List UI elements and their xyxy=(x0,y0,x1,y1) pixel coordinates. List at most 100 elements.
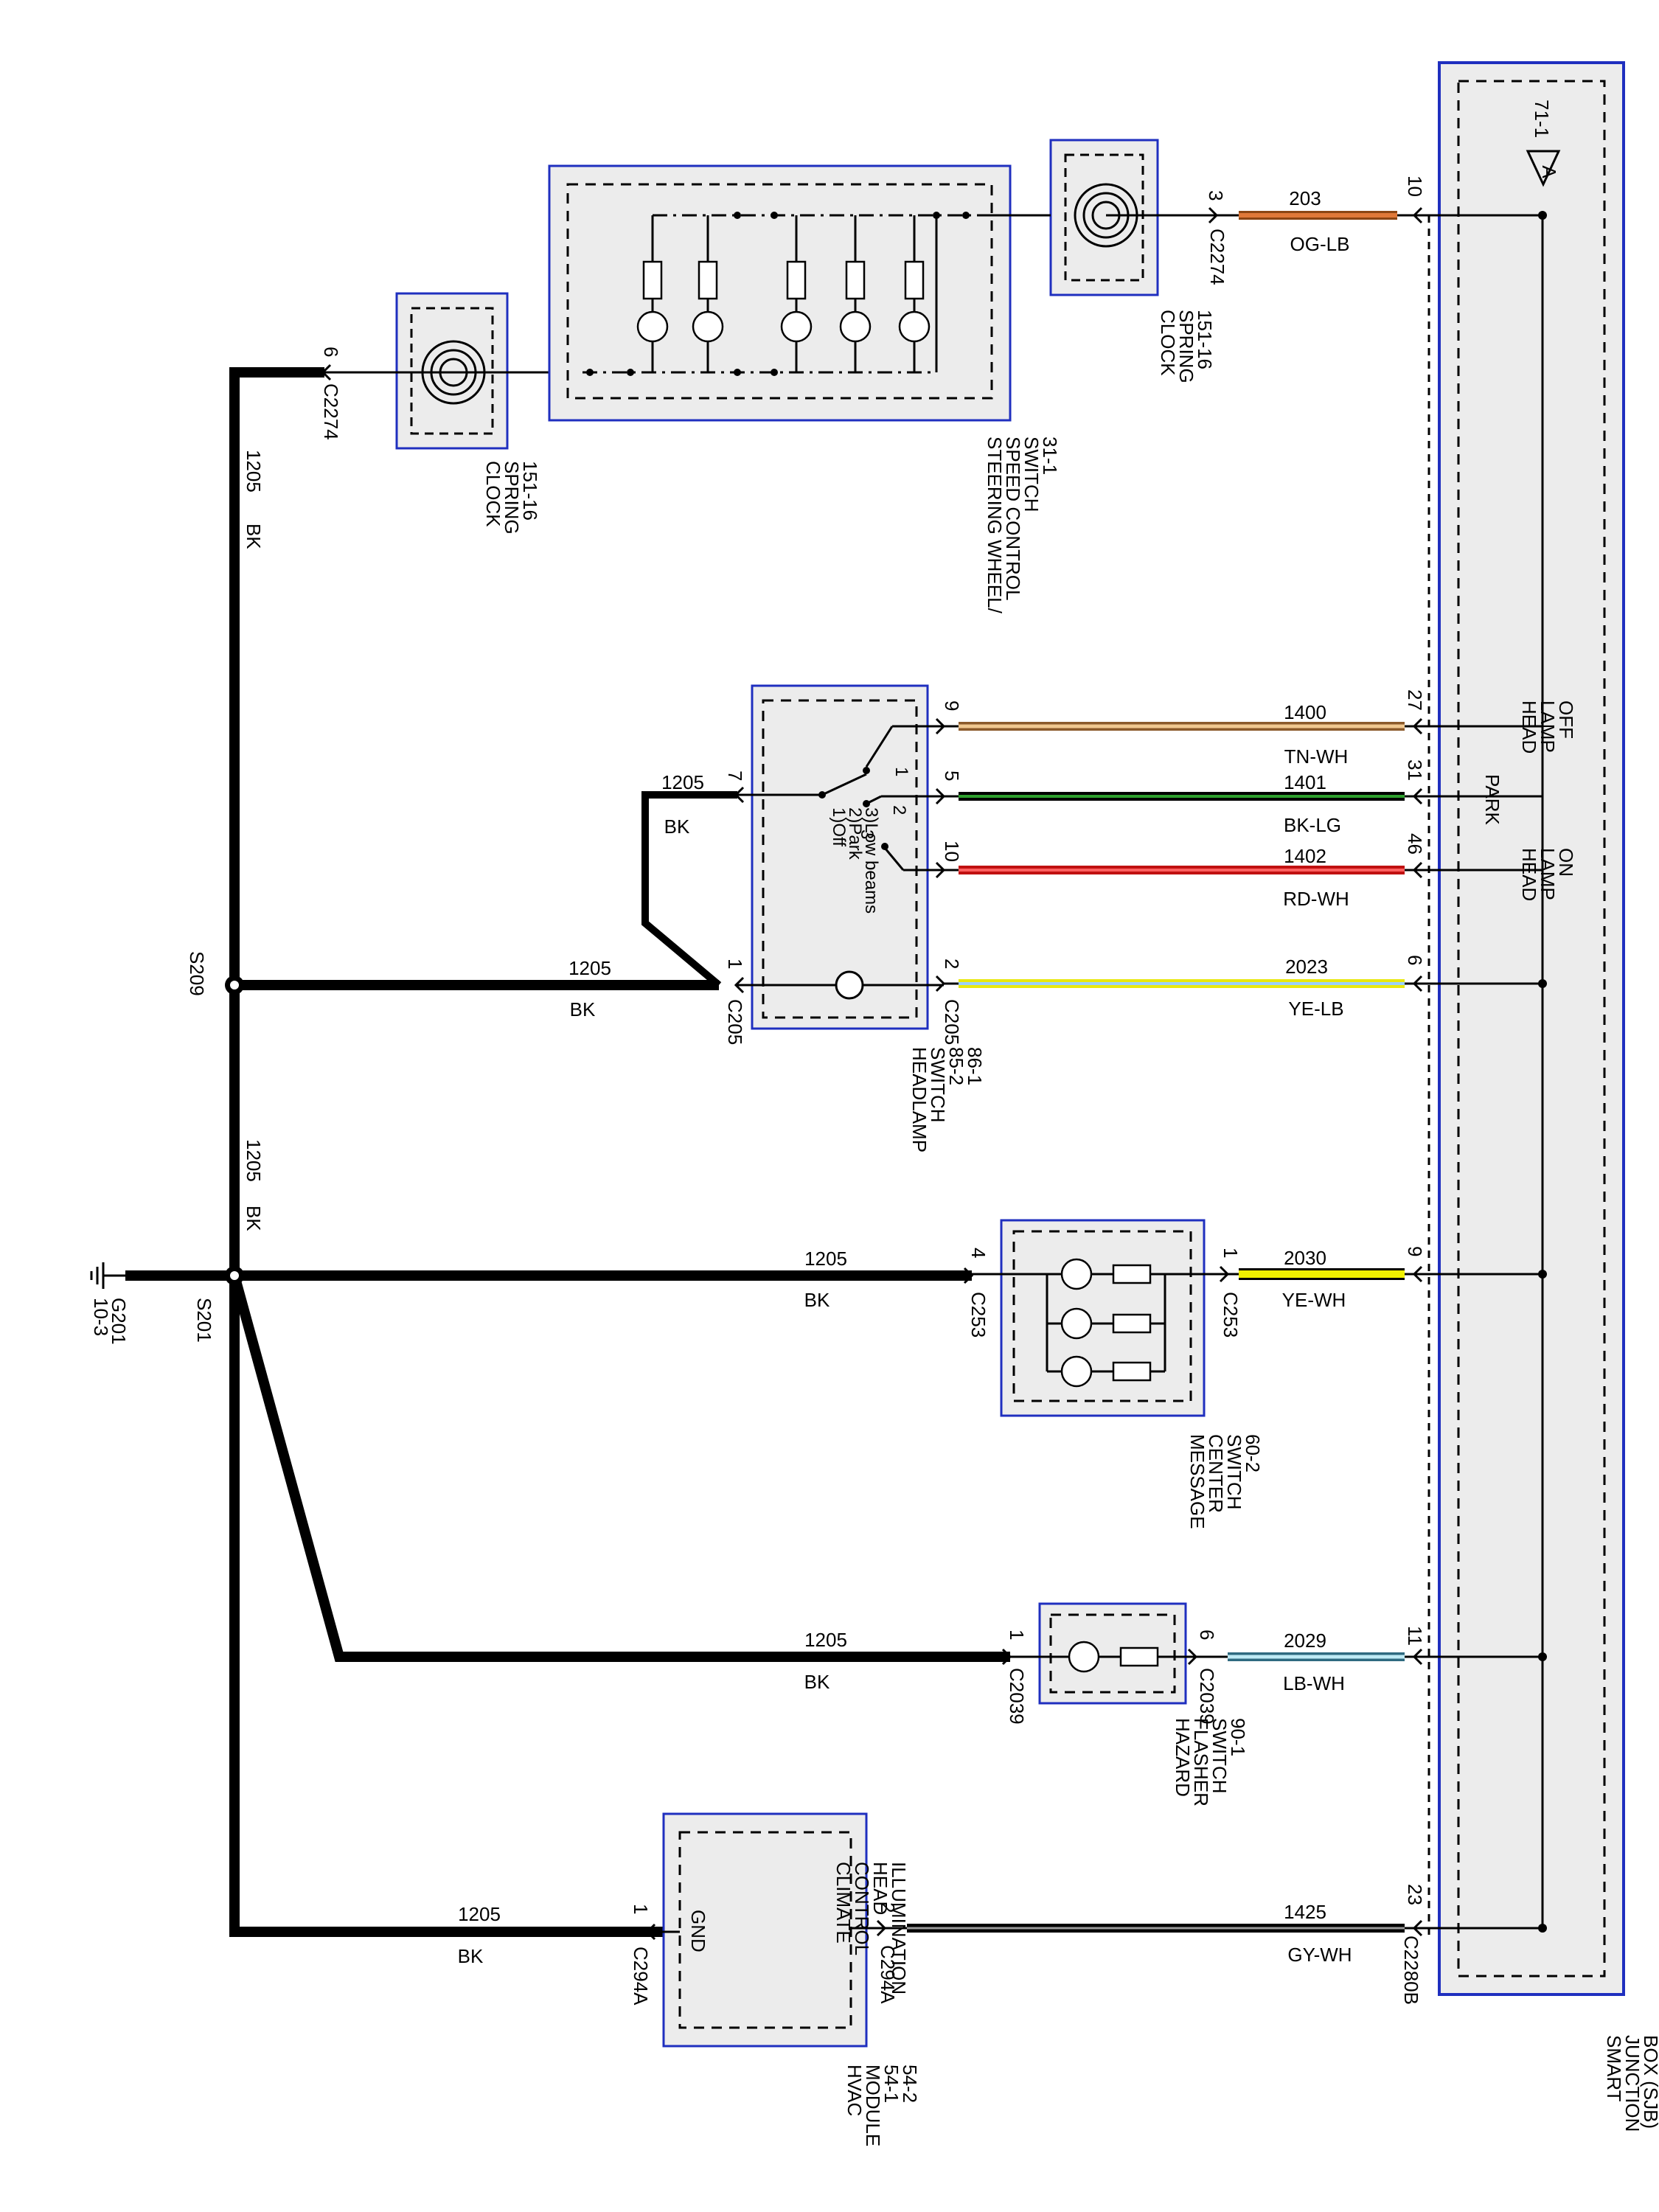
switch-contact-label: 1 xyxy=(891,767,911,776)
sjb-ref: 71-1 xyxy=(1531,100,1553,138)
sjb-label-line: JUNCTION xyxy=(1621,2035,1644,2132)
headlamp-position-label: 3)Low beams xyxy=(861,807,881,914)
ground-wire-circuit: 1205 xyxy=(804,1629,847,1651)
hvac-inner-label: HEAD xyxy=(869,1862,891,1915)
ground-wire-color: BK xyxy=(458,1945,484,1967)
message-center-resistors xyxy=(1112,1264,1152,1382)
ground-wire-color: BK xyxy=(664,815,690,838)
hvac-module-label: MODULE xyxy=(862,2065,884,2146)
pin-label-text: ON xyxy=(1555,848,1577,877)
wire-connector: C2274 xyxy=(1206,229,1228,285)
sjb-pin-label-park: PARK xyxy=(1481,774,1503,826)
ground-wire-pin: 6 xyxy=(320,347,342,357)
ground-ref: 10-3 xyxy=(90,1298,112,1336)
ground-symbol-g201: G201 10-3 xyxy=(90,1262,130,1345)
message-center-label: SWITCH xyxy=(1223,1434,1245,1510)
hvac-inner-label: ILLUMINATION xyxy=(888,1862,910,1994)
wire-comp-pin: 3 xyxy=(1205,190,1227,201)
wire-connector: C2039 xyxy=(1196,1668,1218,1725)
wire-color-label: TN-WH xyxy=(1284,745,1349,768)
hazard-resistor-icon xyxy=(1119,1646,1159,1667)
wire-circuit-label: 203 xyxy=(1289,187,1321,209)
wire-color-label: OG-LB xyxy=(1290,233,1350,255)
trunk-circuit-lower: 1205 xyxy=(243,1139,265,1182)
ground-name: G201 xyxy=(108,1298,130,1345)
sjb-connector-arrows xyxy=(1412,206,1423,1937)
sjb-label: SMART JUNCTION BOX (SJB) 11-4 13-11 13-1… xyxy=(1603,2035,1659,2132)
wire-comp-pin: 10 xyxy=(941,841,963,862)
clock-spring-left-label: CLOCK xyxy=(482,461,504,527)
headlamp-switch-label: HEADLAMP xyxy=(908,1047,931,1152)
headlamp-position-label: 2)Park xyxy=(845,807,865,860)
wire-comp-pin: 5 xyxy=(941,771,963,781)
ground-wire-circuit: 1205 xyxy=(458,1903,501,1925)
hvac-module-label: 54-1 xyxy=(880,2065,902,2103)
hazard-label: SWITCH xyxy=(1208,1718,1231,1794)
wire-circuit-label: 1401 xyxy=(1284,771,1326,793)
ground-wire-connector: C205 xyxy=(724,999,746,1045)
sjb-flag-triangle xyxy=(1526,150,1561,187)
ground-wire-labels: 6 C2274 1205 BK 7 1205 BK 1 C205 1205 BK… xyxy=(320,347,1028,2006)
smart-junction-box: A 71-1 SMART JUNCTION BOX (SJB) 11-4 13-… xyxy=(1400,61,1659,2132)
wire-color-label: YE-WH xyxy=(1282,1289,1346,1311)
ground-wire-pin: 4 xyxy=(967,1248,990,1258)
clock-spring-top-label: 151-16 xyxy=(1194,310,1216,369)
switch-contact-label: 3 xyxy=(857,830,877,839)
ground-wire-connector: C2039 xyxy=(1006,1668,1028,1725)
hvac-inner-label: CLIMATE xyxy=(832,1862,855,1944)
clock-spring-top: CLOCK SPRING 151-16 xyxy=(1049,139,1216,383)
ground-trunk xyxy=(125,367,1010,1937)
wire-sjb-pin: 46 xyxy=(1404,833,1426,855)
wire-comp-pin: 2 xyxy=(877,1902,899,1913)
component-connector-arrows xyxy=(321,206,1230,1941)
ground-wire-circuit: 1205 xyxy=(804,1248,847,1270)
clock-spring-top-label: SPRING xyxy=(1175,310,1197,383)
trunk-circuit-upper: 1205 xyxy=(243,450,265,493)
wire-color-label: YE-LB xyxy=(1288,998,1343,1020)
trunk-color-lower: BK xyxy=(243,1206,265,1231)
wire-sjb-pin: 10 xyxy=(1404,175,1426,197)
wire-color-label: GY-WH xyxy=(1287,1944,1352,1966)
headlamp-switch-label: SWITCH xyxy=(927,1047,949,1123)
hazard-label: 90-1 xyxy=(1227,1718,1249,1756)
wire-comp-pin: 9 xyxy=(941,700,963,711)
ground-wire-pin: 1 xyxy=(724,959,746,969)
ground-wire-pin: 1 xyxy=(630,1904,652,1914)
ground-wire-circuit: 1205 xyxy=(661,771,704,793)
headlamp-position-label: 1)Off xyxy=(829,807,849,846)
steering-wheel-label: 31-1 xyxy=(1039,437,1061,475)
wire-labels: 203 OG-LB 10 3 C2274 1400 TN-WH 27 9 140… xyxy=(877,175,1426,2004)
clock-spring-left-label: SPRING xyxy=(501,461,523,535)
pin-label-text: LAMP xyxy=(1537,848,1559,900)
ground-wire-connector: C2274 xyxy=(320,383,342,440)
message-center-label: 60-2 xyxy=(1242,1434,1264,1472)
wire-color-label: BK-LG xyxy=(1284,814,1341,836)
headlamp-switch-label: 86-1 xyxy=(964,1047,986,1085)
wire-sjb-pin: 11 xyxy=(1404,1626,1426,1646)
wire-sjb-pin: 31 xyxy=(1404,759,1426,781)
ground-wire-color: BK xyxy=(804,1289,830,1311)
wire-circuit-label: 1425 xyxy=(1284,1901,1326,1923)
message-center-label: MESSAGE xyxy=(1186,1434,1208,1529)
wire-color-label: RD-WH xyxy=(1283,888,1349,910)
pin-label-text: OFF xyxy=(1555,700,1577,739)
wire-connector: C253 xyxy=(1220,1292,1242,1338)
hazard-flasher-switch: HAZARD FLASHER SWITCH 90-1 xyxy=(1010,1602,1249,1806)
wire-comp-pin: 6 xyxy=(1196,1630,1218,1640)
wire-circuit-label: 2023 xyxy=(1285,956,1328,978)
wire-comp-pin: 2 xyxy=(941,959,963,969)
steering-wheel-label: STEERING WHEEL/ xyxy=(984,437,1006,614)
hazard-led-icon xyxy=(1068,1641,1100,1673)
sjb-connector-c2280b: C2280B xyxy=(1400,1935,1422,2005)
dimmer-icon xyxy=(835,970,864,1000)
hvac-gnd-label: GND xyxy=(687,1910,709,1952)
led-icons xyxy=(636,310,931,343)
hvac-module: CLIMATE CONTROL HEAD ILLUMINATION GND HV… xyxy=(647,1812,921,2146)
pin-label-text: HEAD xyxy=(1518,848,1540,901)
wire-sjb-pin: 23 xyxy=(1404,1884,1426,1905)
wire-circuit-label: 1402 xyxy=(1284,845,1326,867)
message-center-switch: MESSAGE CENTER SWITCH 60-2 xyxy=(972,1219,1264,1529)
ground-wire-pin: 1 xyxy=(1006,1630,1028,1640)
clock-spring-left: CLOCK SPRING 151-16 xyxy=(324,292,582,535)
